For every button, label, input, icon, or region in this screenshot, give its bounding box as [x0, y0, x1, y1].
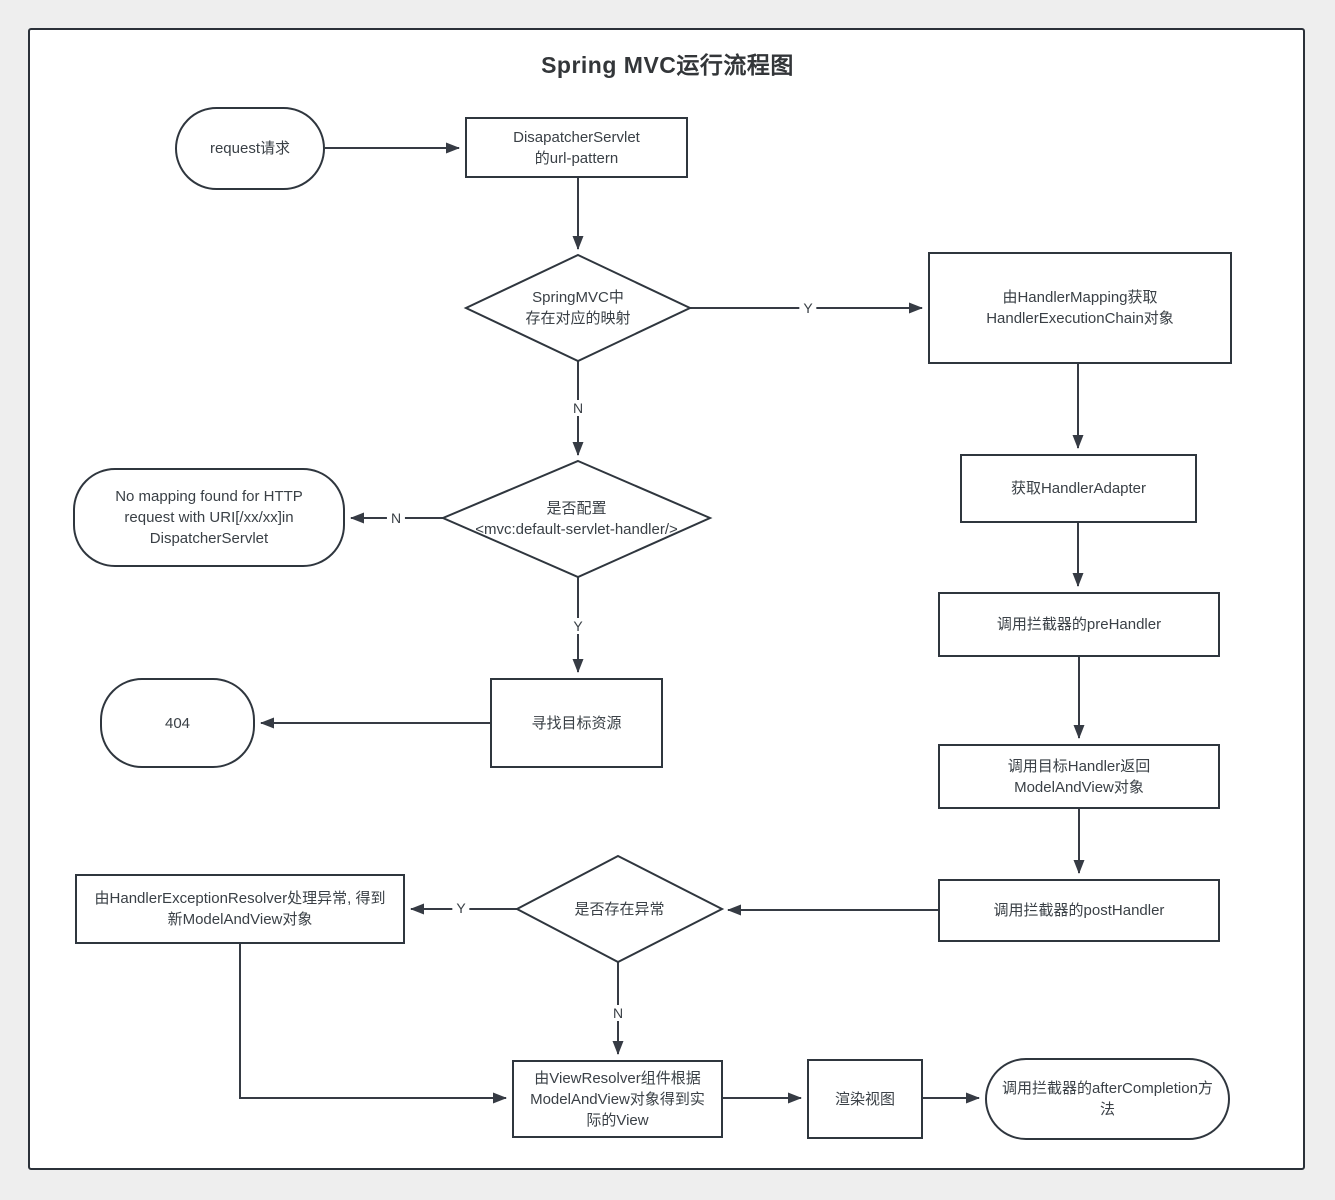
label-default-servlet-decision: 是否配置 <mvc:default-servlet-handler/>: [475, 500, 678, 538]
node-target-handler: 调用目标Handler返回 ModelAndView对象: [938, 744, 1220, 809]
edge-label-default-servlet-yes: Y: [569, 618, 587, 634]
node-after-completion: 调用拦截器的afterCompletion方 法: [985, 1058, 1230, 1140]
node-dispatcher-servlet: DisapatcherServlet 的url-pattern: [465, 117, 688, 178]
node-view-resolver: 由ViewResolver组件根据 ModelAndView对象得到实 际的Vi…: [512, 1060, 723, 1138]
diagram-title: Spring MVC运行流程图: [541, 52, 794, 78]
node-exception-resolver: 由HandlerExceptionResolver处理异常, 得到 新Model…: [75, 874, 405, 944]
diamond-exception-decision: [514, 854, 725, 964]
edge-label-exception-yes: Y: [452, 900, 470, 916]
node-404: 404: [100, 678, 255, 768]
label-exception-decision: 是否存在异常: [574, 900, 665, 918]
label-mapping-decision: SpringMVC中 存在对应的映射: [525, 289, 631, 327]
node-posthandler: 调用拦截器的postHandler: [938, 879, 1220, 942]
diamond-default-servlet-decision: [440, 459, 713, 579]
node-handler-mapping: 由HandlerMapping获取 HandlerExecutionChain对…: [928, 252, 1232, 364]
edge-label-exception-no: N: [608, 1005, 628, 1021]
diamond-mapping-decision: [463, 253, 693, 363]
edge-label-default-servlet-no: N: [386, 510, 406, 526]
node-prehandler: 调用拦截器的preHandler: [938, 592, 1220, 657]
edge-exception-resolver-to-view-resolver: [239, 944, 507, 1104]
node-handler-adapter: 获取HandlerAdapter: [960, 454, 1197, 523]
node-render-view: 渲染视图: [807, 1059, 923, 1139]
node-find-resource: 寻找目标资源: [490, 678, 663, 768]
edge-label-mapping-yes: Y: [799, 300, 817, 316]
node-no-mapping-found: No mapping found for HTTP request with U…: [73, 468, 345, 567]
node-start-request: request请求: [175, 107, 325, 190]
edge-label-mapping-no: N: [568, 400, 588, 416]
